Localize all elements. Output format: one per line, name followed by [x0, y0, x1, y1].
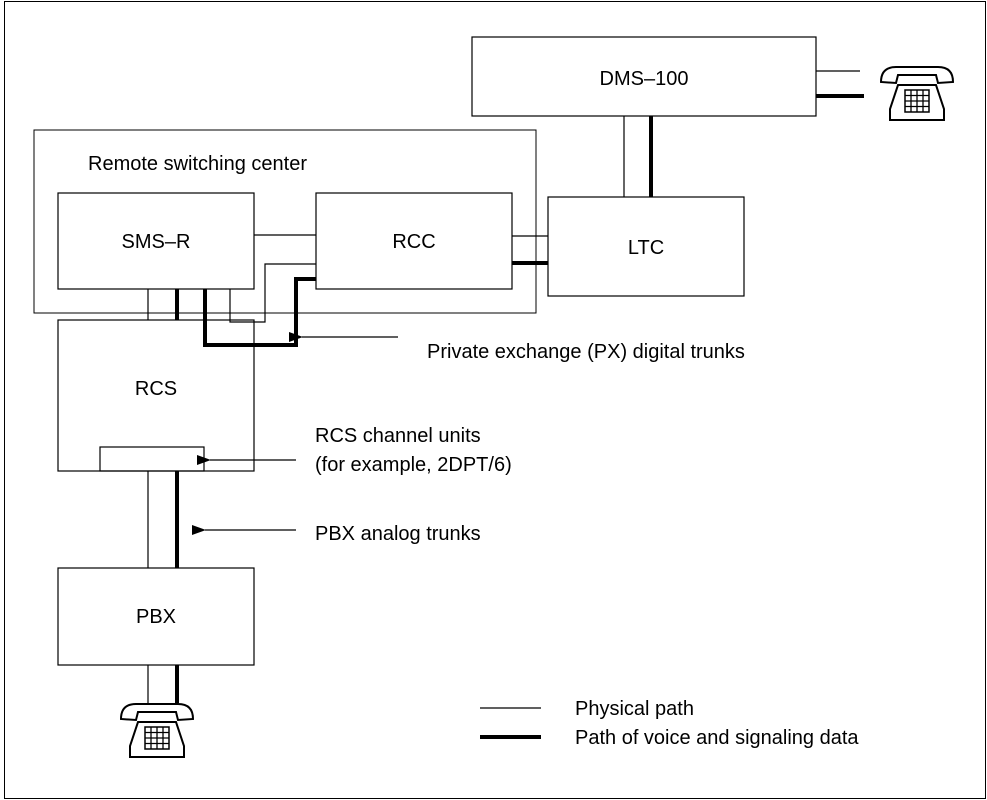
legend-physical-label: Physical path: [575, 698, 694, 720]
remote-switching-center-label: Remote switching center: [88, 153, 307, 175]
physical-paths: [147, 70, 860, 703]
ltc-box: [547, 196, 745, 297]
rcs-channel-unit: [99, 446, 205, 472]
smsr-box: [57, 192, 255, 290]
telephone-icon: [880, 66, 954, 121]
pbx-analog-trunks-label: PBX analog trunks: [315, 523, 481, 545]
ltc-label: LTC: [628, 237, 664, 259]
rcs-channel-units-example: (for example, 2DPT/6): [315, 454, 512, 476]
rcc-label: RCC: [392, 231, 435, 253]
remote-switching-center-box: [33, 129, 537, 314]
px-digital-trunks-label: Private exchange (PX) digital trunks: [427, 341, 745, 363]
pbx-box: [57, 567, 255, 666]
rcc-box: [315, 192, 513, 290]
legend: Physical path Path of voice and signalin…: [480, 698, 859, 749]
voice-paths: [175, 94, 864, 703]
outer-frame: [4, 1, 986, 799]
annotation-arrows: [192, 332, 398, 535]
rcs-label: RCS: [135, 378, 177, 400]
rcs-channel-units-label: RCS channel units: [315, 425, 481, 447]
dms100-label: DMS–100: [600, 68, 689, 90]
pbx-label: PBX: [136, 606, 176, 628]
dms100-box: [471, 36, 817, 117]
legend-voice-label: Path of voice and signaling data: [575, 727, 859, 749]
telephone-icon: [120, 703, 194, 758]
smsr-label: SMS–R: [122, 231, 191, 253]
